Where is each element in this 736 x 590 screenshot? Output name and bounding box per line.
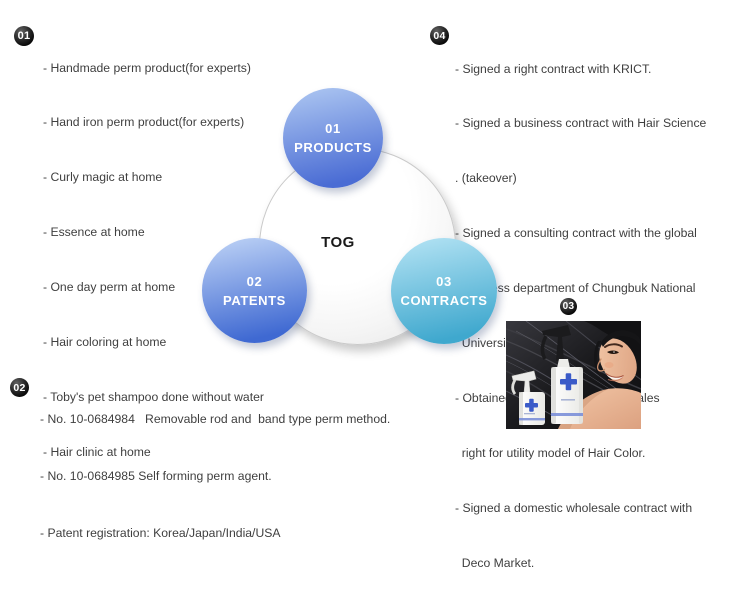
node-label: PRODUCTS — [294, 140, 372, 155]
node-number: 02 — [246, 273, 263, 289]
diagram-circle-contracts: 03 CONTRACTS — [391, 238, 497, 344]
list-item: - Signed a right contract with KRICT. — [455, 61, 652, 76]
diagram-circle-patents: 02 PATENTS — [202, 238, 307, 343]
diagram-circle-products: 01 PRODUCTS — [283, 88, 383, 188]
list-item: right for utility model of Hair Color. — [455, 445, 646, 460]
node-number: 01 — [325, 121, 341, 136]
product-photo-image — [506, 321, 641, 429]
list-item: - No. 10-0684985 Self forming perm agent… — [40, 469, 272, 483]
list-item: - Hand iron perm product(for experts) — [43, 115, 245, 130]
list-item: - Handmade perm product(for experts) — [43, 60, 251, 75]
list-item: - Essence at home — [43, 225, 145, 240]
list-item: - Patent registration: Korea/Japan/India… — [40, 526, 281, 540]
product-photo — [506, 321, 641, 429]
list-item: - Hair coloring at home — [43, 335, 167, 350]
list-item: - Hair clinic at home — [43, 444, 151, 459]
list-item: - Toby's pet shampoo done without water — [43, 389, 264, 404]
badge-03: 03 — [560, 298, 577, 315]
badge-01: 01 — [14, 26, 34, 46]
list-item: University. — [455, 336, 518, 351]
node-label: PATENTS — [223, 292, 286, 308]
list-item: business department of Chungbuk National — [455, 281, 696, 296]
patents-list: - No. 10-0684984 Removable rod and band … — [40, 372, 390, 562]
list-item: - One day perm at home — [43, 280, 176, 295]
list-item: - No. 10-0684984 Removable rod and band … — [40, 412, 391, 426]
list-item: Deco Market. — [455, 555, 535, 570]
node-number: 03 — [436, 274, 452, 289]
list-item: - Curly magic at home — [43, 170, 163, 185]
badge-04: 04 — [430, 26, 449, 45]
list-item: - Signed a domestic wholesale contract w… — [455, 500, 693, 515]
node-label: CONTRACTS — [400, 293, 488, 308]
list-item: - Signed a consulting contract with the … — [455, 226, 697, 241]
badge-02: 02 — [10, 378, 29, 397]
company-name-label: TOG — [321, 234, 355, 251]
list-item: . (takeover) — [455, 171, 517, 186]
products-list: - Handmade perm product(for experts) - H… — [43, 22, 264, 479]
list-item: - Signed a business contract with Hair S… — [455, 116, 707, 131]
